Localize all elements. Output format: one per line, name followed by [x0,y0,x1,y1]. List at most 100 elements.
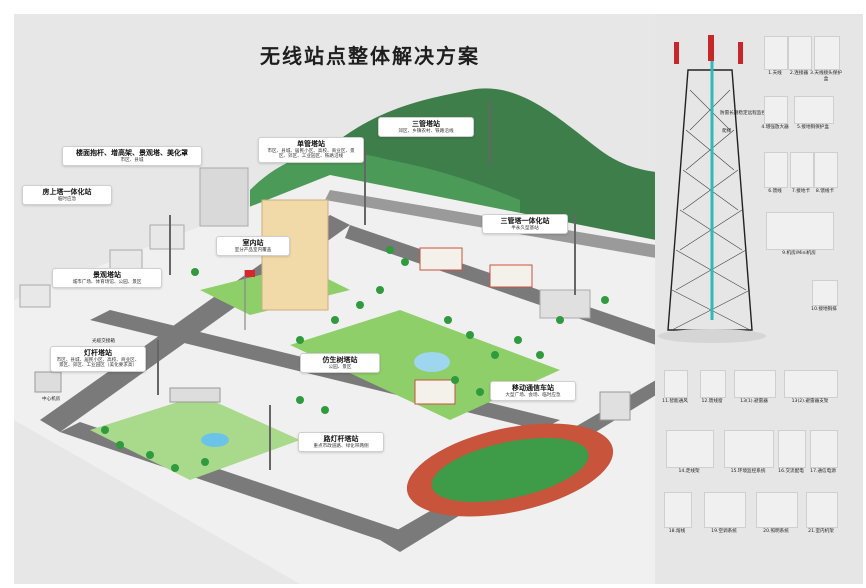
ladder-label: 爬梯 [722,129,732,134]
product-label-p7: 7.接地卡 [791,189,811,194]
product-label-p11: 11.智能通风 [662,399,688,404]
product-label-p16: 16.交流配电 [778,469,804,474]
product-label-p21: 21.室内机架 [808,529,834,534]
product-label-p8: 8.馈线卡 [815,189,835,194]
product-label-p17: 17.通信电源 [810,469,836,474]
tree [116,441,124,449]
tree [376,286,384,294]
product-image-p14 [666,430,714,468]
antenna-left [674,42,679,64]
product-label-p1: 1.天线 [768,71,782,76]
callout-three-tube-integrated: 三管塔一体化站半永久型基站 [482,214,568,235]
callout-three-tube: 三管塔站郊区、乡镇农村、铁路沿线 [378,117,474,138]
callout-title: 灯杆塔站 [84,349,112,357]
product-image-p13b [784,370,838,398]
lattice-tower [667,69,753,331]
callout-title: 房上塔一体化站 [42,188,92,196]
callout-title: 景观塔站 [93,271,121,279]
product-label-p3: 3.天线接头保护盒 [810,71,842,82]
callout-single-tube: 单管塔站市区、县城、居民小区、高校、商业区、景区、郊区、工业园区、铁路沿线 [258,137,364,164]
callout-desc: 重点市政道路、绿化带两侧 [313,443,369,449]
grass-plaza [90,395,300,480]
house-c [149,224,185,250]
tree [514,336,522,344]
product-label-p12: 12.馈线窗 [701,399,723,404]
callout-mobile-vehicle: 移动通信车站大型广场、会场、临时应急 [490,381,576,402]
callout-desc: 市区、县城、居民小区、高校、商业区、景区、郊区、工业园区、铁路沿线 [267,148,355,160]
product-image-p9 [766,212,834,250]
product-label-p15: 15.环境监控系统 [730,469,766,474]
residential-block [199,167,249,227]
product-label-p13b: 13(2).避雷器支架 [791,399,829,404]
callout-rooftop-tower: 房上塔一体化站临时应急 [22,185,112,206]
product-image-p10 [812,280,838,306]
tower-base [658,329,766,343]
callout-desc: 临时应急 [57,196,77,202]
callout-title: 三管塔一体化站 [500,217,550,225]
callout-title: 三管塔站 [412,120,440,128]
antenna-mid [708,35,714,61]
callout-title: 单管塔站 [297,140,325,148]
callout-desc: 城市广场、体育场馆、公园、景区 [72,279,142,285]
callout-title: 移动通信车站 [512,384,554,392]
product-label-p9: 9.机房/Mini机房 [782,251,816,256]
tree [101,426,109,434]
football-field [431,437,589,503]
product-image-p20 [756,492,798,528]
bus-shelter [169,387,221,403]
product-label-p19: 19.空调系统 [711,529,737,534]
product-label-p13a: 13(1).避雷器 [740,399,768,404]
tree [296,396,304,404]
callout-desc: 半永久型基站 [511,225,539,231]
optical-box-label: 光缆交接箱 [92,339,115,344]
product-label-p4: 4.增强放大器 [761,125,789,130]
trees [101,246,609,472]
tree [444,316,452,324]
callout-rooftop-pole: 楼面抱杆、增高架、景观塔、美化罩市区、县城 [62,146,202,167]
product-image-p17 [810,430,838,468]
callout-desc: 市区、县城、居民小区、高校、商业区、景区、郊区、工业园区（美化要求高） [56,357,140,369]
tree [146,451,154,459]
product-image-p21 [806,492,838,528]
product-label-p18: 18.熔线 [668,529,686,534]
product-image-p2 [788,36,812,70]
callout-title: 楼面抱杆、增高架、景观塔、美化罩 [76,149,188,157]
callout-title: 室内站 [242,239,264,247]
house-a [19,284,51,308]
product-image-p19 [704,492,746,528]
callout-desc: 大型广场、会场、临时应急 [505,392,561,398]
callout-street-lamp: 路灯杆塔站重点市政道路、绿化带两侧 [298,432,384,453]
monitor-label: 防雷长期稳定远程监控系统 [720,111,776,116]
product-image-p1 [764,36,788,70]
callout-title: 路灯杆塔站 [323,435,359,443]
product-image-p5 [794,96,834,124]
equipment-shelter [539,289,591,319]
product-image-p15 [724,430,774,468]
callout-landscape: 景观塔站城市广场、体育场馆、公园、景区 [52,268,162,289]
callout-lamp-pole: 灯杆塔站市区、县城、居民小区、高校、商业区、景区、郊区、工业园区（美化要求高） [50,346,146,373]
tree [201,458,209,466]
antenna-right [738,42,743,64]
tree [476,388,484,396]
tree [466,331,474,339]
product-label-p5: 5.接地铜保护盒 [797,125,829,130]
page-title: 无线站点整体解决方案 [260,44,480,68]
callout-indoor: 室内站室分产品室内覆盖 [216,236,290,257]
callout-desc: 郊区、乡镇农村、铁路沿线 [398,128,454,134]
tree [556,316,564,324]
tree [451,376,459,384]
product-label-p6: 6.馈线 [768,189,782,194]
tree [331,316,339,324]
machine-room-label: 中心机房 [42,397,61,402]
callout-desc: 市区、县城 [120,157,144,163]
tree [191,268,199,276]
red-roof-house-c [414,379,456,405]
product-image-p7 [790,152,814,188]
tree [601,296,609,304]
tree [491,351,499,359]
callout-desc: 公园、景区 [328,364,352,370]
product-image-p6 [764,152,788,188]
product-label-p10: 10.接地铜排 [811,307,837,312]
